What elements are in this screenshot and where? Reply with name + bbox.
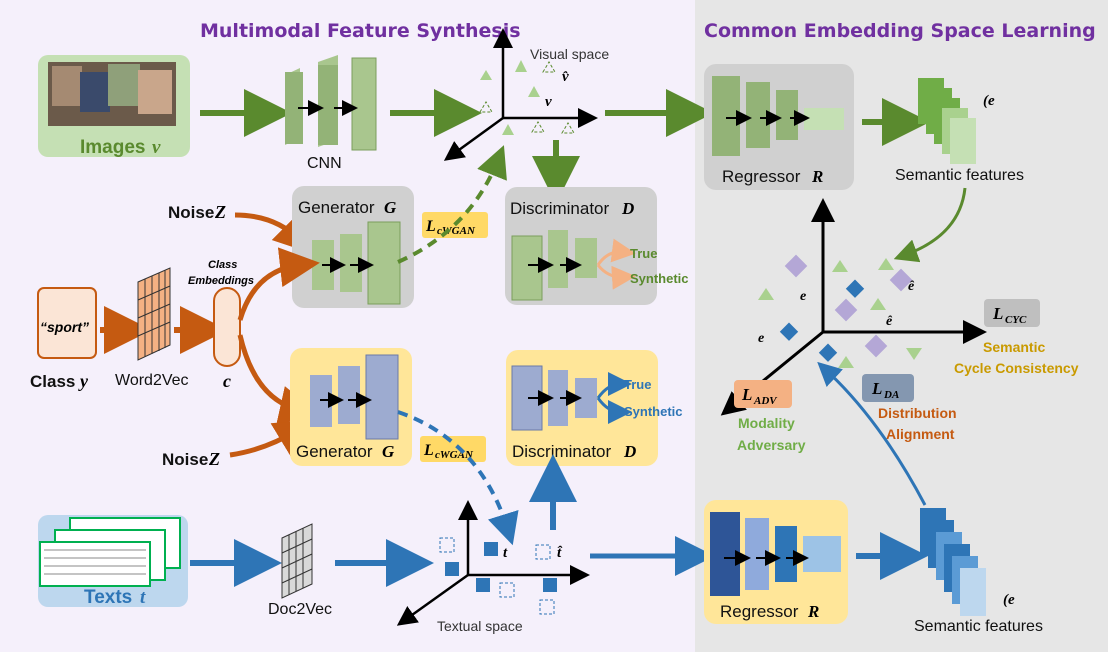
emb-ehat-v-label: ê — [886, 314, 893, 329]
v-label: v — [545, 94, 552, 110]
regressor-t-box: Regressor R — [704, 500, 848, 624]
t-hat-label: t̂ — [557, 545, 563, 561]
noise-v-label: Noise — [168, 203, 214, 222]
images-symbol: v — [152, 137, 161, 158]
semantic-features-v-stack: (e Semantic features — [895, 78, 1024, 184]
loss-adv-label2: Adversary — [737, 437, 806, 453]
loss-da-label2: Alignment — [886, 426, 955, 442]
discriminator-t-box: True Synthetic Discriminator D — [506, 350, 683, 466]
loss-cyc-label2: Cycle Consistency — [954, 360, 1079, 376]
textual-space-axes: t t̂ Textual space — [396, 500, 590, 634]
arrow-features-v-space — [893, 187, 967, 263]
visual-space-axes: Visual space v̂ v — [443, 28, 609, 161]
regressor-v-label: Regressor — [722, 167, 801, 186]
arrow-c-gen-v — [237, 247, 320, 321]
generator-v-box: Generator G — [292, 186, 414, 308]
loss-cyc-label1: Semantic — [983, 339, 1045, 355]
loss-adv-label1: Modality — [738, 415, 795, 431]
header-left: Multimodal Feature Synthesis — [200, 20, 521, 42]
semantic-features-t-label: Semantic features — [914, 618, 1043, 635]
word2vec-grid: Word2Vec — [115, 267, 189, 389]
regressor-t-symbol: R — [807, 602, 819, 621]
word2vec-label: Word2Vec — [115, 372, 189, 389]
loss-cyc-box — [984, 299, 1040, 327]
arrow-gen-t-textual — [397, 410, 519, 546]
loss-cyc-sub: CYC — [1005, 314, 1027, 326]
noise-t-symbol: Z — [208, 449, 220, 469]
discriminator-t-symbol: D — [623, 442, 636, 461]
embedding-space-axes: e e ê ê — [720, 198, 987, 416]
doc2vec-grid: Doc2Vec — [268, 523, 332, 618]
loss-da-symbol: L — [871, 379, 882, 398]
loss-cwgan-t-symbol: L — [423, 442, 434, 459]
loss-cwgan-v-symbol: L — [425, 218, 436, 235]
texts-symbol: t — [140, 587, 146, 608]
loss-adv-box — [734, 380, 792, 408]
discriminator-t-true: True — [624, 377, 651, 392]
emb-e-v-label: e — [800, 289, 806, 304]
emb-e-t-label: e — [758, 331, 764, 346]
discriminator-t-label: Discriminator — [512, 442, 612, 461]
texts-box: Texts t — [38, 515, 188, 608]
discriminator-v-symbol: D — [621, 199, 634, 218]
semantic-features-t-stack: (e Semantic features — [914, 508, 1043, 635]
emb-ehat-t-label: ê — [908, 279, 915, 294]
class-embeddings-line1: Class — [208, 259, 237, 271]
doc2vec-label: Doc2Vec — [268, 601, 332, 618]
texts-label: Texts — [84, 587, 132, 608]
class-word: “sport” — [40, 319, 89, 335]
class-embeddings-symbol: c — [223, 371, 231, 391]
discriminator-v-true: True — [630, 246, 657, 261]
semantic-features-v-label: Semantic features — [895, 167, 1024, 184]
visual-space-label: Visual space — [530, 46, 609, 62]
loss-cwgan-t-box — [420, 436, 486, 462]
v-hat-label: v̂ — [562, 69, 569, 85]
noise-v-symbol: Z — [214, 202, 226, 222]
class-label: Class — [30, 372, 75, 391]
cnn-label: CNN — [307, 155, 342, 172]
noise-t-label: Noise — [162, 450, 208, 469]
generator-t-label: Generator — [296, 442, 373, 461]
regressor-v-box: Regressor R — [704, 64, 854, 190]
loss-adv-symbol: L — [741, 385, 752, 404]
pair-t-label: (e — [1003, 592, 1015, 608]
images-label: Images — [80, 137, 145, 158]
discriminator-v-label: Discriminator — [510, 199, 610, 218]
arrow-gen-v-visual — [397, 145, 507, 264]
generator-t-symbol: G — [382, 442, 395, 461]
images-box: Images v — [38, 55, 190, 158]
generator-t-box: Generator G — [290, 348, 412, 466]
loss-da-label1: Distribution — [878, 405, 957, 421]
generator-v-label: Generator — [298, 198, 375, 217]
loss-da-box — [862, 374, 914, 402]
discriminator-v-box: Discriminator D True Synthetic — [505, 187, 689, 305]
generator-v-symbol: G — [384, 198, 397, 217]
cnn-block: CNN — [285, 55, 377, 172]
class-embedding-capsule — [213, 287, 241, 367]
header-right: Common Embedding Space Learning — [704, 20, 1096, 42]
discriminator-t-synthetic: Synthetic — [624, 404, 683, 419]
loss-da-sub: DA — [883, 389, 899, 401]
loss-adv-sub: ADV — [753, 395, 778, 407]
t-label: t — [503, 545, 508, 561]
class-embeddings-line2: Embeddings — [188, 275, 254, 287]
regressor-t-label: Regressor — [720, 602, 799, 621]
class-scroll: “sport” Class y — [30, 287, 97, 391]
pair-v-label: (e — [983, 93, 995, 109]
discriminator-v-synthetic: Synthetic — [630, 271, 689, 286]
regressor-v-symbol: R — [811, 167, 823, 186]
textual-space-label: Textual space — [437, 618, 523, 634]
arrow-features-t-space — [817, 361, 927, 506]
loss-cyc-symbol: L — [992, 304, 1003, 323]
class-symbol: y — [78, 371, 89, 391]
